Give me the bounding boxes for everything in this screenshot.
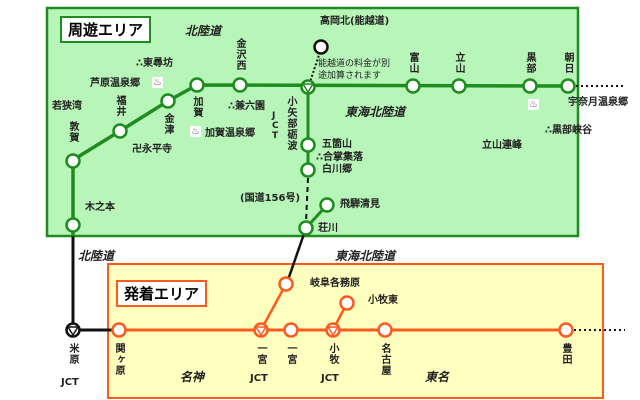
- sight-kurobe-gorge: ∴黒部峡谷: [545, 125, 592, 136]
- node-kanazu: [160, 93, 176, 109]
- label-komaki-jct: 小牧: [327, 343, 338, 365]
- label-fukui: 福井: [114, 95, 125, 117]
- node-hida-kiyomi: [319, 197, 335, 213]
- tokai-hokuriku-connector: [286, 227, 308, 281]
- jct-triangle-icon: [254, 326, 268, 337]
- hot-spring-icon: ♨: [190, 126, 201, 137]
- label-shirakawago: 白川郷: [322, 164, 352, 175]
- hokuriku-route-line: [71, 83, 569, 236]
- node-nagoya: [377, 322, 393, 338]
- road-label-hokuriku-lower: 北陸道: [78, 249, 115, 263]
- sight-kenrokuen: ∴兼六園: [228, 101, 265, 112]
- road-label-route156: (国道156号): [240, 193, 301, 204]
- label-maibara: 米原: [67, 343, 78, 365]
- label-oyabe-tonami: 小矢部砺波: [285, 96, 296, 151]
- node-shokawa: [298, 220, 314, 236]
- label-asahi: 朝日: [562, 52, 573, 74]
- label-kaga: 加賀: [191, 96, 202, 118]
- label-gifu-kakamigahara: 岐阜各務原: [310, 278, 360, 289]
- label-oyabe-jct: JCT: [272, 111, 279, 141]
- sight-eiheiji: 卍永平寺: [132, 144, 172, 155]
- hot-spring-icon: ♨: [528, 99, 539, 110]
- label-kinomoto: 木之本: [85, 202, 115, 213]
- node-toyama: [405, 78, 421, 94]
- sight-gassho-village: ∴合掌集落: [316, 152, 363, 163]
- node-tateyama: [451, 78, 467, 94]
- label-shokawa: 荘川: [318, 223, 338, 234]
- gifu-branch: [259, 283, 288, 331]
- label-toyota: 豊田: [560, 343, 571, 365]
- noetsu-toll-note-line1: 能越道の料金が別: [318, 59, 391, 69]
- label-takaoka-kita: 高岡北(能越道): [320, 16, 390, 27]
- label-hida-kiyomi: 飛騨清見: [340, 199, 380, 210]
- node-komaki-higashi: [339, 295, 355, 311]
- jct-triangle-icon: [326, 326, 340, 337]
- node-kinomoto: [65, 217, 81, 233]
- road-label-meishin: 名神: [180, 370, 205, 384]
- node-asahi: [560, 78, 576, 94]
- node-kanazawa-nishi: [232, 77, 248, 93]
- noetsu-dotted-line: [309, 51, 321, 83]
- label-kurobe: 黒部: [524, 52, 535, 74]
- label-ichinomiya-jct: 一宮: [255, 343, 266, 365]
- road-label-hokuriku: 北陸道: [185, 24, 222, 38]
- sight-tojinbo: ∴東尋坊: [136, 58, 173, 69]
- tour-area-title: 周遊エリア: [60, 16, 152, 43]
- node-gifu-kakamigahara: [278, 276, 294, 292]
- road-label-tomei: 東名: [425, 370, 450, 384]
- sight-kaga-onsen: 加賀温泉郷: [205, 128, 255, 139]
- sight-unazuki-onsen: 宇奈月温泉郷: [568, 97, 628, 108]
- node-sekigahara: [111, 322, 127, 338]
- noetsu-toll-note-line2: 途加算されます: [318, 71, 382, 81]
- node-tsuruga: [65, 153, 81, 169]
- label-tateyama: 立山: [453, 52, 464, 74]
- label-toyama: 富山: [407, 52, 418, 74]
- label-kanazawa-nishi: 金沢西: [234, 38, 245, 71]
- label-tsuruga: 敦賀: [67, 121, 78, 143]
- sight-tateyama-range: 立山連峰: [482, 140, 522, 151]
- road-label-tokai-hokuriku: 東海北陸道: [345, 105, 406, 119]
- node-gokayama: [300, 137, 316, 153]
- node-fukui: [112, 123, 128, 139]
- sight-wakasa-bay: 若狭湾: [52, 101, 82, 112]
- departure-area-title: 発着エリア: [116, 280, 208, 307]
- hot-spring-icon: ♨: [152, 77, 163, 88]
- node-toyota: [558, 322, 574, 338]
- label-kanazu: 金津: [162, 113, 173, 135]
- road-label-tokai-hokuriku-lower: 東海北陸道: [335, 249, 396, 263]
- node-ichinomiya: [283, 322, 299, 338]
- route156-dashed-line: [305, 177, 309, 223]
- label-gokayama: 五箇山: [322, 139, 352, 150]
- sight-awara-onsen: 芦原温泉郷: [90, 78, 140, 89]
- label-komaki-jct-suffix: JCT: [321, 373, 339, 384]
- node-kaga: [189, 77, 205, 93]
- label-ichinomiya-jct-suffix: JCT: [250, 373, 268, 384]
- label-nagoya: 名古屋: [379, 343, 390, 376]
- label-ichinomiya: 一宮: [285, 343, 296, 365]
- node-takaoka-kita: [313, 39, 329, 55]
- jct-triangle-icon: [301, 83, 315, 94]
- node-shirakawago: [300, 162, 316, 178]
- label-maibara-jct: JCT: [61, 377, 79, 388]
- node-kurobe: [522, 78, 538, 94]
- label-sekigahara: 関ヶ原: [113, 343, 124, 376]
- jct-triangle-icon: [66, 326, 80, 337]
- label-komaki-higashi: 小牧東: [368, 295, 398, 306]
